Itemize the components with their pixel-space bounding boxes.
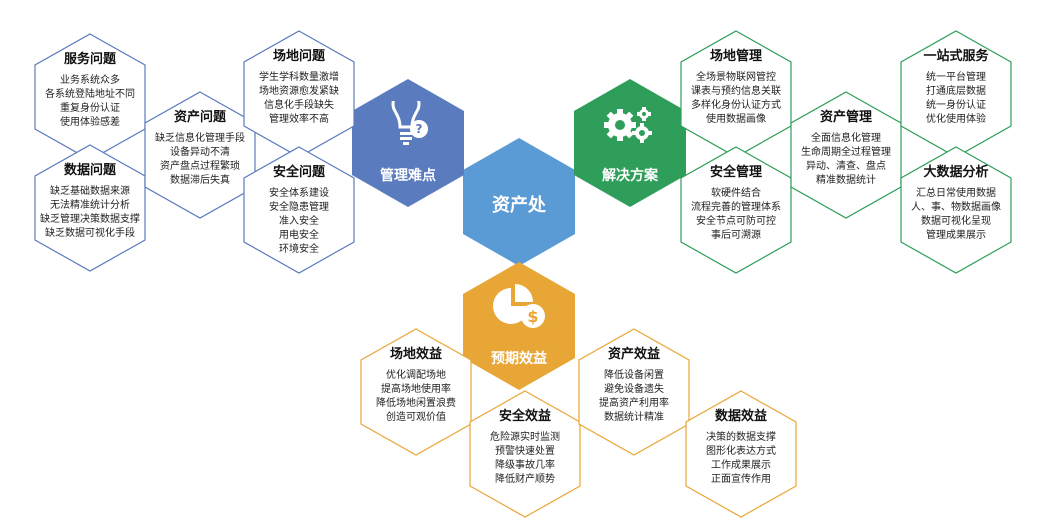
hex-item: 场地资源愈发紧缺 <box>259 86 339 97</box>
hex-item: 优化调配场地 <box>386 370 446 381</box>
hub-solutions: 解决方案 <box>574 79 686 207</box>
hex-item: 统一平台管理 <box>926 72 986 83</box>
hex-item: 资产盘点过程繁琐 <box>160 161 240 172</box>
hex-item: 软硬件结合 <box>711 188 761 199</box>
hex-item: 降低设备闲置 <box>604 370 664 381</box>
hex-item: 缺乏管理决策数据支撑 <box>40 214 140 225</box>
hex-item: 统一身份认证 <box>926 100 986 111</box>
hex-item: 打通底层数据 <box>926 86 986 97</box>
hex-item: 数据滞后失真 <box>170 175 230 186</box>
hex-title: 安全效益 <box>498 409 551 424</box>
center-hexagon: 资产处 <box>463 138 575 266</box>
hex-item: 优化使用体验 <box>926 114 986 125</box>
hex-title: 场地问题 <box>272 49 325 64</box>
solution-hexagon-venue: 场地管理 全场景物联网管控 课表与预约信息关联 多样化身份认证方式 使用数据画像 <box>680 30 792 158</box>
hex-item: 环境安全 <box>279 244 319 255</box>
benefit-hexagon-asset: 资产效益 降低设备闲置 避免设备遗失 提高资产利用率 数据统计精准 <box>578 328 690 456</box>
problem-hexagon-data: 数据问题 缺乏基础数据来源 无法精准统计分析 缺乏管理决策数据支撑 缺乏数据可视… <box>34 144 146 272</box>
hex-title: 大数据分析 <box>923 165 989 180</box>
hub-benefits-label: 预期效益 <box>491 351 547 367</box>
benefit-hexagon-data: 数据效益 决策的数据支撑 图形化表达方式 工作成果展示 正面宣传作用 <box>685 390 797 518</box>
hub-problems-label: 管理难点 <box>380 168 436 184</box>
hex-item: 汇总日常使用数据 <box>916 188 996 199</box>
hex-item: 管理效率不高 <box>269 114 329 125</box>
hub-problems: ? 管理难点 <box>352 79 464 207</box>
svg-text:$: $ <box>527 307 538 326</box>
hex-item: 降低场地闲置浪费 <box>376 398 456 409</box>
hex-item: 图形化表达方式 <box>706 446 776 457</box>
hex-item: 设备异动不清 <box>170 147 230 158</box>
hex-title: 数据问题 <box>63 163 116 178</box>
problem-hexagon-asset: 资产问题 缺乏信息化管理手段 设备异动不清 资产盘点过程繁琐 数据滞后失真 <box>144 91 256 219</box>
hex-item: 工作成果展示 <box>711 460 771 471</box>
hex-title: 安全问题 <box>272 165 325 180</box>
hex-item: 缺乏基础数据来源 <box>50 186 130 197</box>
hex-item: 降低财产顺势 <box>495 474 555 485</box>
hex-item: 预警快速处置 <box>495 446 555 457</box>
hex-item: 安全隐患管理 <box>269 202 329 213</box>
hex-title: 场地管理 <box>709 49 762 64</box>
hex-item: 业务系统众多 <box>60 75 120 86</box>
hex-item: 精准数据统计 <box>816 175 876 186</box>
hex-item: 缺乏数据可视化手段 <box>45 228 135 239</box>
hex-item: 避免设备遗失 <box>604 384 664 395</box>
hex-item: 提高资产利用率 <box>599 398 669 409</box>
hex-item: 降级事故几率 <box>495 460 555 471</box>
benefit-hexagon-safety: 安全效益 危险源实时监测 预警快速处置 降级事故几率 降低财产顺势 <box>469 390 581 518</box>
hex-item: 数据可视化呈现 <box>921 216 991 227</box>
pie-chart-dollar-icon: $ <box>463 280 575 336</box>
hex-title: 服务问题 <box>63 52 116 67</box>
hex-item: 使用体验感差 <box>60 117 120 128</box>
hex-item: 决策的数据支撑 <box>706 432 776 443</box>
hex-item: 提高场地使用率 <box>381 384 451 395</box>
hex-item: 课表与预约信息关联 <box>691 86 781 97</box>
hex-title: 资产问题 <box>173 110 226 125</box>
hub-benefits: $ 预期效益 <box>463 262 575 390</box>
benefit-hexagon-venue: 场地效益 优化调配场地 提高场地使用率 降低场地闲置浪费 创造可观价值 <box>360 328 472 456</box>
hex-item: 缺乏信息化管理手段 <box>155 133 245 144</box>
hex-item: 正面宣传作用 <box>711 474 771 485</box>
hex-item: 生命周期全过程管理 <box>801 147 891 158</box>
hex-item: 信息化手段缺失 <box>264 100 334 111</box>
hex-item: 准入安全 <box>279 216 319 227</box>
hex-item: 安全节点可防可控 <box>696 216 776 227</box>
hex-item: 用电安全 <box>279 230 319 241</box>
hex-item: 使用数据画像 <box>706 114 766 125</box>
problem-hexagon-safety: 安全问题 安全体系建设 安全隐患管理 准入安全 用电安全 环境安全 <box>243 146 355 274</box>
hex-item: 事后可溯源 <box>711 230 761 241</box>
problem-hexagon-service: 服务问题 业务系统众多 各系统登陆地址不同 重复身份认证 使用体验感差 <box>34 33 146 161</box>
svg-text:?: ? <box>416 122 423 136</box>
lightbulb-question-icon: ? <box>352 89 464 151</box>
hex-item: 管理成果展示 <box>926 230 986 241</box>
hex-item: 全面信息化管理 <box>811 133 881 144</box>
hex-title: 资产管理 <box>819 110 872 125</box>
hex-item: 安全体系建设 <box>269 188 329 199</box>
gears-icon <box>574 103 686 151</box>
hex-item: 危险源实时监测 <box>490 432 560 443</box>
hex-title: 安全管理 <box>709 165 762 180</box>
hex-item: 数据统计精准 <box>604 412 664 423</box>
hex-title: 资产效益 <box>607 347 660 362</box>
solution-hexagon-big-data: 大数据分析 汇总日常使用数据 人、事、物数据画像 数据可视化呈现 管理成果展示 <box>900 146 1012 274</box>
hub-solutions-label: 解决方案 <box>602 168 658 184</box>
solution-hexagon-one-stop: 一站式服务 统一平台管理 打通底层数据 统一身份认证 优化使用体验 <box>900 30 1012 158</box>
hex-title: 一站式服务 <box>923 49 989 64</box>
hex-title: 场地效益 <box>389 347 442 362</box>
hex-item: 学生学科数量激增 <box>259 72 339 83</box>
solution-hexagon-asset: 资产管理 全面信息化管理 生命周期全过程管理 异动、清查、盘点 精准数据统计 <box>790 91 902 219</box>
hex-item: 异动、清查、盘点 <box>806 161 886 172</box>
center-label: 资产处 <box>492 195 546 216</box>
hex-title: 数据效益 <box>714 409 767 424</box>
hex-item: 全场景物联网管控 <box>696 72 776 83</box>
hex-item: 重复身份认证 <box>60 103 120 114</box>
hex-item: 流程完善的管理体系 <box>691 202 781 213</box>
hex-item: 无法精准统计分析 <box>50 200 130 211</box>
hex-item: 多样化身份认证方式 <box>691 100 781 111</box>
hex-item: 各系统登陆地址不同 <box>45 89 135 100</box>
hex-item: 创造可观价值 <box>386 412 446 423</box>
problem-hexagon-venue: 场地问题 学生学科数量激增 场地资源愈发紧缺 信息化手段缺失 管理效率不高 <box>243 30 355 158</box>
hex-item: 人、事、物数据画像 <box>911 202 1001 213</box>
solution-hexagon-safety: 安全管理 软硬件结合 流程完善的管理体系 安全节点可防可控 事后可溯源 <box>680 146 792 274</box>
